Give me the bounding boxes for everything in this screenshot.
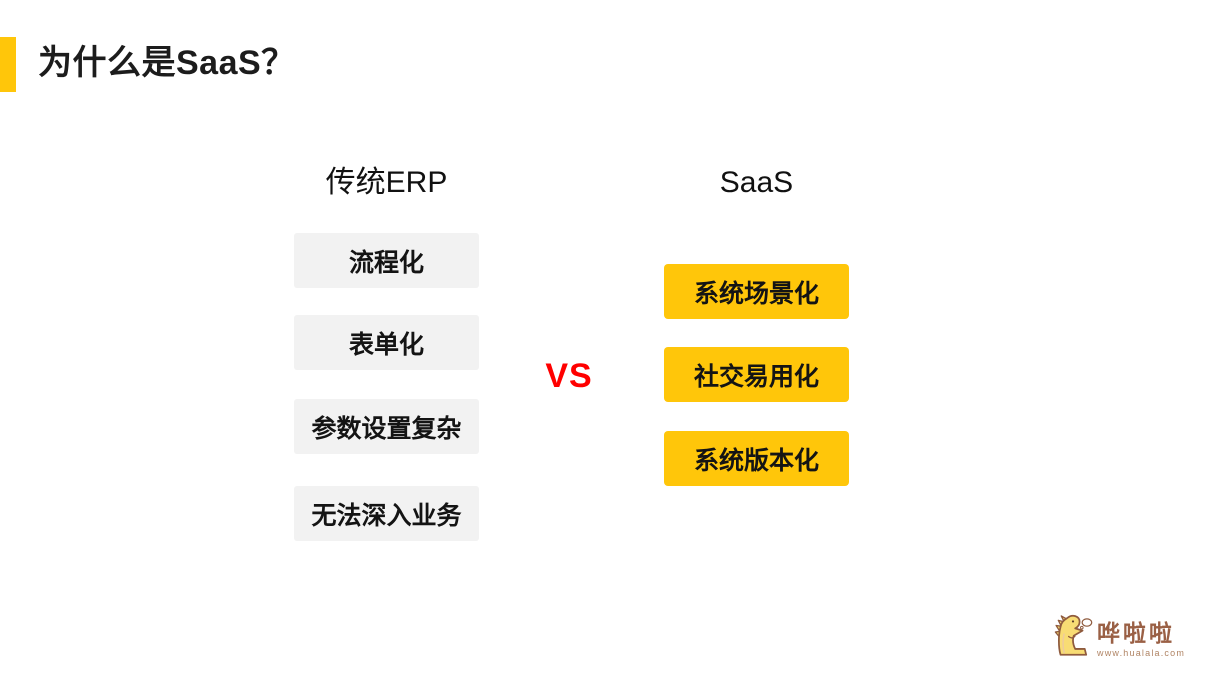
- brand-url: www.hualala.com: [1097, 648, 1186, 658]
- footer-logo-text: 哗啦啦 www.hualala.com: [1097, 621, 1185, 661]
- brand-name: 哗啦啦: [1097, 620, 1175, 646]
- erp-item-box: 参数设置复杂: [294, 399, 479, 454]
- title-accent-bar: [0, 37, 16, 92]
- vs-label: VS: [545, 357, 593, 395]
- saas-item-box: 系统版本化: [664, 431, 849, 486]
- erp-item-box: 流程化: [294, 233, 479, 288]
- erp-item-box: 表单化: [294, 315, 479, 370]
- right-column-header: SaaS: [719, 166, 794, 199]
- page-title: 为什么是SaaS？: [38, 44, 296, 82]
- hualala-mascot-icon: [1054, 614, 1093, 656]
- saas-item-box: 社交易用化: [664, 347, 849, 402]
- left-column-header: 传统ERP: [325, 166, 448, 199]
- saas-item-box: 系统场景化: [664, 264, 849, 319]
- erp-item-box: 无法深入业务: [294, 486, 479, 541]
- footer-logo: 哗啦啦 www.hualala.com: [1051, 609, 1185, 661]
